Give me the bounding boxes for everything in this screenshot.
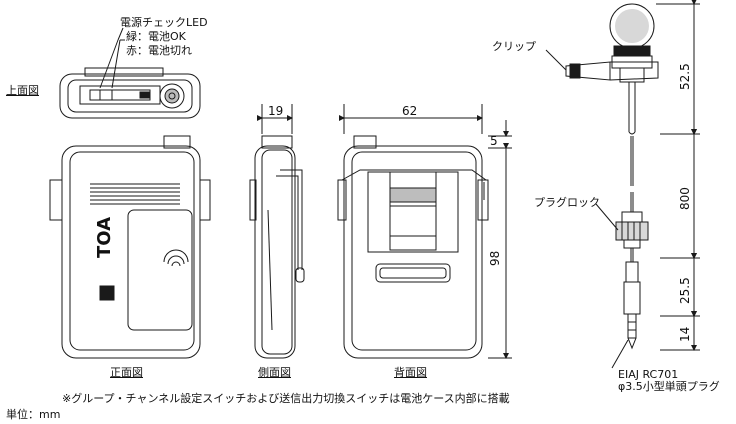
brand-logo-text: TOA	[94, 216, 115, 258]
led-red-label: 赤：電池切れ	[126, 44, 192, 57]
plug-lock-leader-line	[596, 204, 618, 230]
clip-label: クリップ	[492, 40, 536, 53]
plug-lock-label: プラグロック	[534, 196, 600, 209]
unit-text: 単位：mm	[6, 408, 61, 421]
back-view-label: 背面図	[394, 366, 427, 379]
clip-leader-line	[546, 50, 566, 70]
microphone-drawing	[566, 4, 658, 348]
back-height-dim: 98	[488, 250, 502, 266]
eiaj-label: EIAJ RC701	[618, 368, 679, 381]
note-text: ※グループ・チャンネル設定スイッチおよび送信出力切換スイッチは電池ケース内部に搭…	[62, 392, 510, 405]
plug-pin-dim: 14	[678, 326, 692, 342]
plug-label: φ3.5小型単頭プラグ	[618, 380, 720, 393]
plug-leader-line	[612, 340, 628, 368]
cable-dim: 800	[678, 187, 692, 210]
front-view-drawing	[50, 136, 210, 358]
side-width-dim: 19	[268, 104, 284, 118]
front-view-label: 正面図	[110, 366, 143, 379]
led-label: 電源チェックLED	[120, 16, 208, 29]
plug-body-dim: 25.5	[678, 277, 692, 304]
back-width-dim: 62	[402, 104, 418, 118]
back-view-drawing	[338, 136, 488, 358]
side-view-drawing	[250, 136, 304, 358]
led-green-label: 緑：電池OK	[126, 30, 186, 43]
led-leader-line	[100, 40, 118, 88]
mic-head-dim: 52.5	[678, 63, 692, 90]
side-view-label: 側面図	[258, 366, 291, 379]
top-view-label: 上面図	[6, 84, 39, 97]
top-view-drawing	[60, 68, 200, 118]
back-top-dim: 5	[490, 134, 498, 148]
